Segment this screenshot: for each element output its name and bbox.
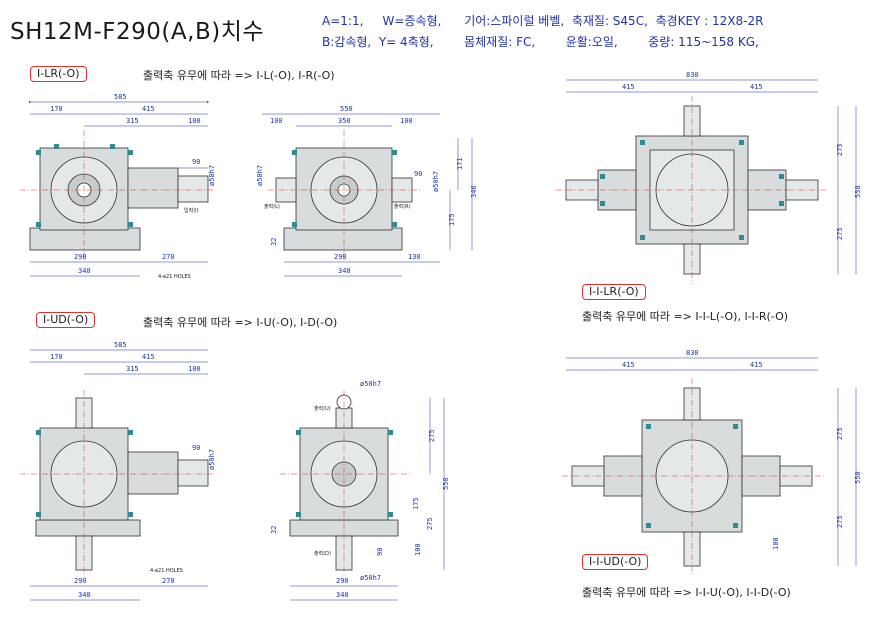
dim-50h7-ud: ø50h7 [208, 449, 216, 470]
drawing-ilr-front: 550 350 100 100 ø50h7 ø50h7 90 출력(L) 출력(… [256, 105, 478, 277]
dim-275-iiud-d: 275 [836, 515, 844, 528]
dim-170: 170 [50, 105, 63, 113]
dim-340-iud: 340 [336, 591, 349, 599]
dim-270-ud: 270 [162, 577, 175, 585]
dim-585: 585 [114, 93, 127, 101]
dim-415-ud: 415 [142, 353, 155, 361]
dim-290: 290 [74, 253, 87, 261]
dim-4holes: 4-ø21 HOLES [158, 274, 191, 280]
dim-346: 346 [470, 185, 478, 198]
view-label-iilr: I-I-LR(-O) [582, 284, 646, 300]
dim-290-ud: 290 [74, 577, 87, 585]
dim-315-ud: 315 [126, 365, 139, 373]
dim-830-iiud: 830 [686, 349, 699, 357]
dim-50h7-left: ø50h7 [256, 165, 264, 186]
label-out-d: 출력(D) [314, 550, 331, 557]
label-out-l: 출력(L) [264, 203, 280, 210]
dim-315: 315 [126, 117, 139, 125]
spec-line-2: B:감속형, Y= 4축형, 몸체재질: FC, 윤활:오일, 중량: 115~… [322, 35, 759, 49]
dim-290-iud: 290 [336, 577, 349, 585]
spec-line-1: A=1:1, W=증속형, 기어:스파이럴 베벨, 축재질: S45C, 축경K… [322, 14, 764, 28]
view-label-ilr: I-LR(-O) [30, 66, 87, 82]
dim-415-top-r: 415 [750, 83, 763, 91]
dim-32: 32 [270, 238, 278, 246]
dim-100-iud: 100 [414, 543, 422, 556]
dim-171: 171 [456, 157, 464, 170]
dim-90-iud: 90 [376, 548, 384, 556]
dim-4holes-ud: 4-ø21 HOLES [150, 568, 183, 574]
label-out-r: 출력(R) [394, 203, 411, 210]
dim-550-iud: 550 [442, 477, 450, 490]
dim-290-front: 290 [334, 253, 347, 261]
dim-130: 130 [408, 253, 421, 261]
dim-415: 415 [142, 105, 155, 113]
dim-275-iiud-u: 275 [836, 427, 844, 440]
dim-100-right: 100 [400, 117, 413, 125]
dim-275-top-u: 275 [836, 143, 844, 156]
dim-175: 175 [448, 213, 456, 226]
view-label-iud: I-UD(-O) [36, 312, 96, 328]
dim-50h7: ø50h7 [208, 165, 216, 186]
label-out-u: 출력(U) [314, 405, 331, 412]
dim-340-ud: 340 [78, 591, 91, 599]
dim-350: 350 [338, 117, 351, 125]
dim-50h7-bottom: ø50h7 [360, 574, 381, 582]
dim-90-ud: 90 [192, 444, 200, 452]
view-note-iud: 출력축 유무에 따라 => I-U(-O), I-D(-O) [143, 316, 338, 329]
dim-175-iud: 175 [412, 497, 420, 510]
dim-32-iud: 32 [270, 526, 278, 534]
dim-415-top-l: 415 [622, 83, 635, 91]
dim-275-iud-u: 275 [428, 429, 436, 442]
dim-270: 270 [162, 253, 175, 261]
dim-415-iiud-l: 415 [622, 361, 635, 369]
dim-100-iiud: 100 [772, 537, 780, 550]
dim-550: 550 [340, 105, 353, 113]
dim-90-front: 90 [414, 170, 422, 178]
dim-585-ud: 585 [114, 341, 127, 349]
dim-830: 830 [686, 71, 699, 79]
view-note-ilr: 출력축 유무에 따라 => I-L(-O), I-R(-O) [143, 69, 335, 82]
dim-50h7-right: ø50h7 [432, 171, 440, 192]
drawing-iilr-top: 830 415 415 275 275 550 [556, 71, 862, 284]
dim-170-ud: 170 [50, 353, 63, 361]
dim-100-left: 100 [270, 117, 283, 125]
drawing-ilr-side: 585 170 415 315 100 90 ø50h7 입력(I) 290 2… [20, 93, 216, 280]
dim-550-top: 550 [854, 185, 862, 198]
drawing-iud-front: ø50h7 출력(U) 출력(D) ø50h7 275 550 175 275 … [270, 380, 450, 601]
dim-50h7-top: ø50h7 [360, 380, 381, 388]
view-note-iiud: 출력축 유무에 따라 => I-I-U(-O), I-I-D(-O) [582, 586, 791, 599]
dim-90: 90 [192, 158, 200, 166]
view-note-iilr: 출력축 유무에 따라 => I-I-L(-O), I-I-R(-O) [582, 310, 789, 323]
drawing-iud-side: 585 170 415 315 100 90 ø50h7 4-ø21 HOLES… [20, 341, 216, 601]
dim-550-iiud: 550 [854, 471, 862, 484]
page-title: SH12M-F290(A,B)치수 [10, 19, 265, 45]
dim-275-top-d: 275 [836, 227, 844, 240]
dim-340-front: 340 [338, 267, 351, 275]
dim-100: 100 [188, 117, 201, 125]
dim-415-iiud-r: 415 [750, 361, 763, 369]
dim-340: 340 [78, 267, 91, 275]
drawing-iiud-top: 830 415 415 275 275 550 100 [562, 349, 862, 574]
view-label-iiud: I-I-UD(-O) [582, 554, 649, 570]
dim-100-ud: 100 [188, 365, 201, 373]
dim-275-iud-d: 275 [426, 517, 434, 530]
label-input: 입력(I) [184, 207, 199, 214]
